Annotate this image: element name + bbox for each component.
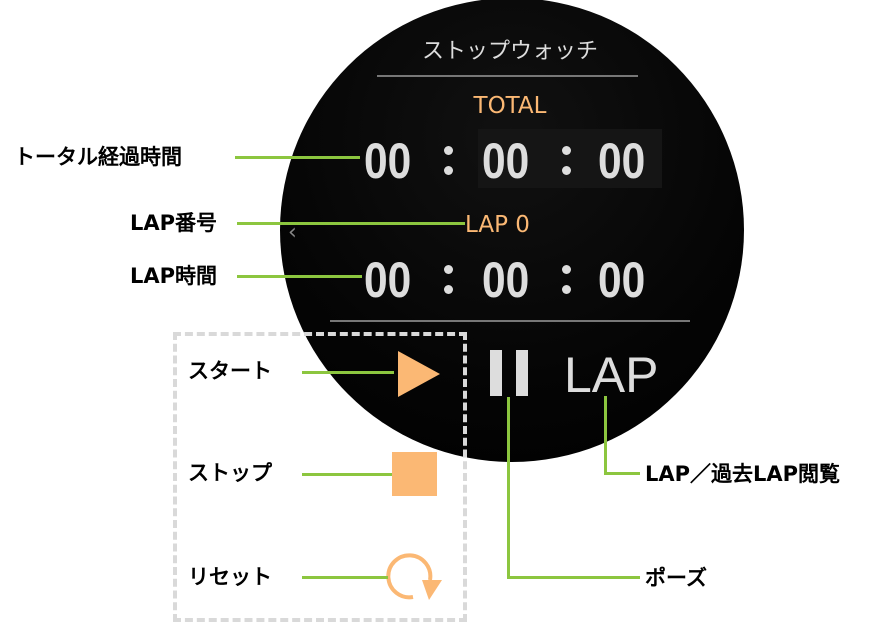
lap-hours: 00 [364,252,412,308]
colon [562,265,571,274]
reset-icon[interactable] [386,550,448,602]
callout-line [235,156,360,159]
divider-bottom [330,320,690,322]
callout-lap-number: LAP番号 [130,211,218,235]
callout-line [507,397,510,579]
callout-lap-time: LAP時間 [130,264,218,288]
callout-line [237,222,465,225]
callout-line [237,275,362,278]
total-time-highlight [478,129,662,188]
colon [444,285,453,294]
lap-button[interactable]: LAP [564,347,659,403]
colon [444,265,453,274]
colon [562,285,571,294]
total-minutes: 00 [482,133,530,189]
divider-top [377,75,638,77]
callout-line [604,396,607,474]
total-hours: 00 [364,133,412,189]
stop-icon[interactable] [392,452,437,496]
callout-reset: リセット [188,565,272,589]
lap-seconds: 00 [598,252,646,308]
callout-line [302,371,394,374]
callout-line [302,576,388,579]
watch-title: ストップウォッチ [421,39,598,64]
pause-icon[interactable] [490,350,530,396]
total-seconds: 00 [598,133,646,189]
callout-line [604,472,640,475]
state-buttons-group [173,332,467,622]
total-label: TOTAL [473,93,547,119]
lap-number: LAP 0 [465,212,530,238]
callout-pause: ポーズ [645,566,707,590]
colon [444,166,453,175]
callout-line [507,576,640,579]
lap-minutes: 00 [482,252,530,308]
play-icon[interactable] [396,349,442,399]
colon [444,146,453,155]
watch-screen [280,0,744,462]
callout-stop: ストップ [188,461,272,485]
colon [562,146,571,155]
callout-line [302,473,392,476]
callout-lap-history: LAP／過去LAP閲覧 [645,462,841,486]
chevron-left-icon[interactable]: ‹ [288,220,297,245]
callout-total-elapsed: トータル経過時間 [14,145,182,169]
colon [562,166,571,175]
callout-start: スタート [188,359,272,383]
